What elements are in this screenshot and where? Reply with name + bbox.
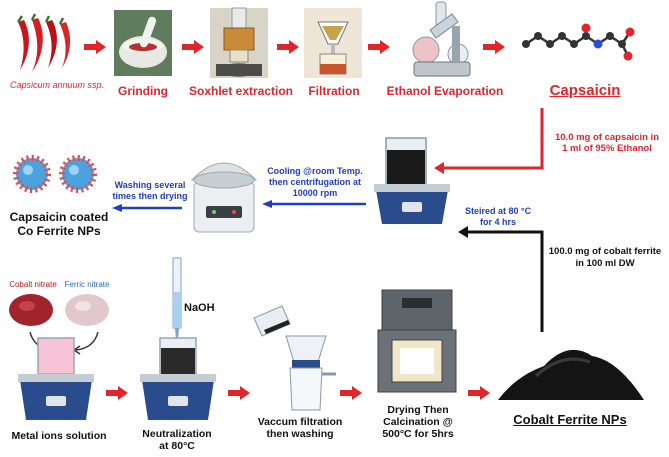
mortar-pestle-image [114,10,172,76]
soxhlet-label: Soxhlet extraction [188,84,294,98]
cobalt-nitrate-icon [9,294,53,326]
ferrite-amount-note: 100.0 mg of cobalt ferrite in 100 ml DW [548,246,662,269]
arrow-left-icon [262,200,366,208]
arrow-right-icon [182,40,204,54]
filtration-image [304,8,362,78]
arrow-right-icon [277,40,299,54]
calcination-label: Drying Then Calcination @ 500°C for 5hrs [382,404,454,440]
capsaicin-amount-note: 10.0 mg of capsaicin in 1 ml of 95% Etha… [554,132,659,154]
coated-nanoparticles-icon [13,155,97,193]
arrow-right-icon [483,40,505,54]
arrow-right-icon [368,40,390,54]
arrow-left-icon [112,204,182,212]
arrow-right-icon [106,386,128,400]
ferrite-connector-arrow [458,226,544,332]
capsaicin-molecule-icon [522,23,635,61]
burette-icon [172,257,182,340]
ferric-nitrate-icon [65,294,109,326]
evaporation-label: Ethanol Evaporation [386,84,504,98]
grinding-label: Grinding [118,84,168,98]
arrow-right-icon [228,386,250,400]
furnace-icon [377,289,457,393]
capsaicin-connector-arrow [434,108,544,174]
capsaicin-label: Capsaicin [549,82,621,99]
chili-peppers-icon [16,13,71,72]
arrow-right-icon [340,386,362,400]
arrow-right-icon [84,40,106,54]
naoh-label: NaOH [184,302,215,314]
rotary-evaporator-icon [412,1,471,77]
source-label: Capsicum annuum ssp. [9,80,105,90]
metal-ions-label: Metal ions solution [11,430,107,442]
arrow-right-icon [468,386,490,400]
ferric-nitrate-label: Ferric nitrate [64,280,110,289]
cobalt-nitrate-label: Cobalt nitrate [9,280,57,289]
vacuum-filtration-label: Vaccum filtration then washing [257,416,343,440]
filtration-label: Filtration [308,84,360,98]
centrifuge-icon [190,162,258,233]
cobalt-ferrite-label: Cobalt Ferrite NPs [513,412,627,427]
washing-label: Washing several times then drying [112,180,188,201]
neutralization-label: Neutralization at 80°C [142,428,212,452]
soxhlet-image [210,7,268,78]
stirring-label: Steired at 80 °C for 4 hrs [464,206,532,227]
metal-ions-stirrer-icon [18,337,94,420]
ferrite-powder-icon [498,349,644,400]
stirrer-beaker-icon [374,137,450,224]
final-product-label: Capsaicin coated Co Ferrite NPs [9,210,109,238]
cooling-label: Cooling @room Temp. then centrifugation … [267,166,363,198]
vacuum-filtration-icon [253,305,336,411]
neutralization-stirrer-icon [140,337,216,420]
